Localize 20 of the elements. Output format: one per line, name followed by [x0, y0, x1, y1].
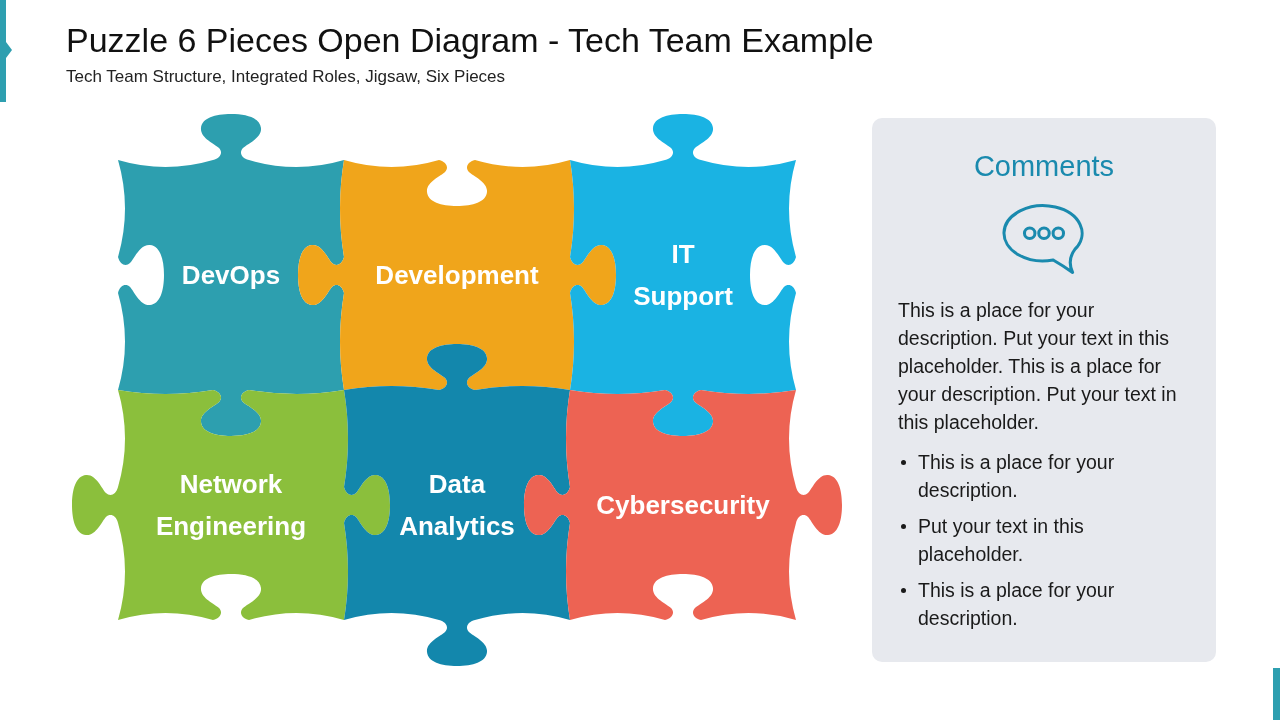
piece-label: Cybersecurity — [596, 489, 770, 522]
bullet-item: This is a place for your description. — [898, 576, 1188, 632]
comments-panel — [872, 118, 1216, 662]
piece-label: IT Support — [632, 238, 734, 313]
piece-label: Network Engineering — [154, 468, 308, 543]
puzzle-piece — [118, 114, 344, 436]
bullet-item: Put your text in this placeholder. — [898, 512, 1188, 568]
puzzle-piece — [570, 114, 796, 436]
piece-label: DevOps — [181, 259, 281, 292]
puzzle-piece — [72, 390, 390, 620]
description-text: This is a place for your description. Put your text in this placeholder. This is a place for your description. Put your text in this placeholder. — [898, 298, 1178, 435]
piece-label: Data Analytics — [399, 468, 515, 543]
slide-title: Puzzle 6 Pieces Open Diagram - Tech Team Example — [66, 20, 874, 61]
bullet-item: This is a place for your description. — [898, 448, 1188, 504]
panel-heading: Comments — [973, 149, 1115, 184]
puzzle-piece — [524, 390, 842, 620]
piece-label: Development — [375, 259, 539, 292]
puzzle-piece — [298, 160, 616, 390]
slide-subtitle: Tech Team Structure, Integrated Roles, Jigsaw, Six Pieces — [66, 66, 506, 88]
puzzle-piece — [344, 344, 570, 666]
